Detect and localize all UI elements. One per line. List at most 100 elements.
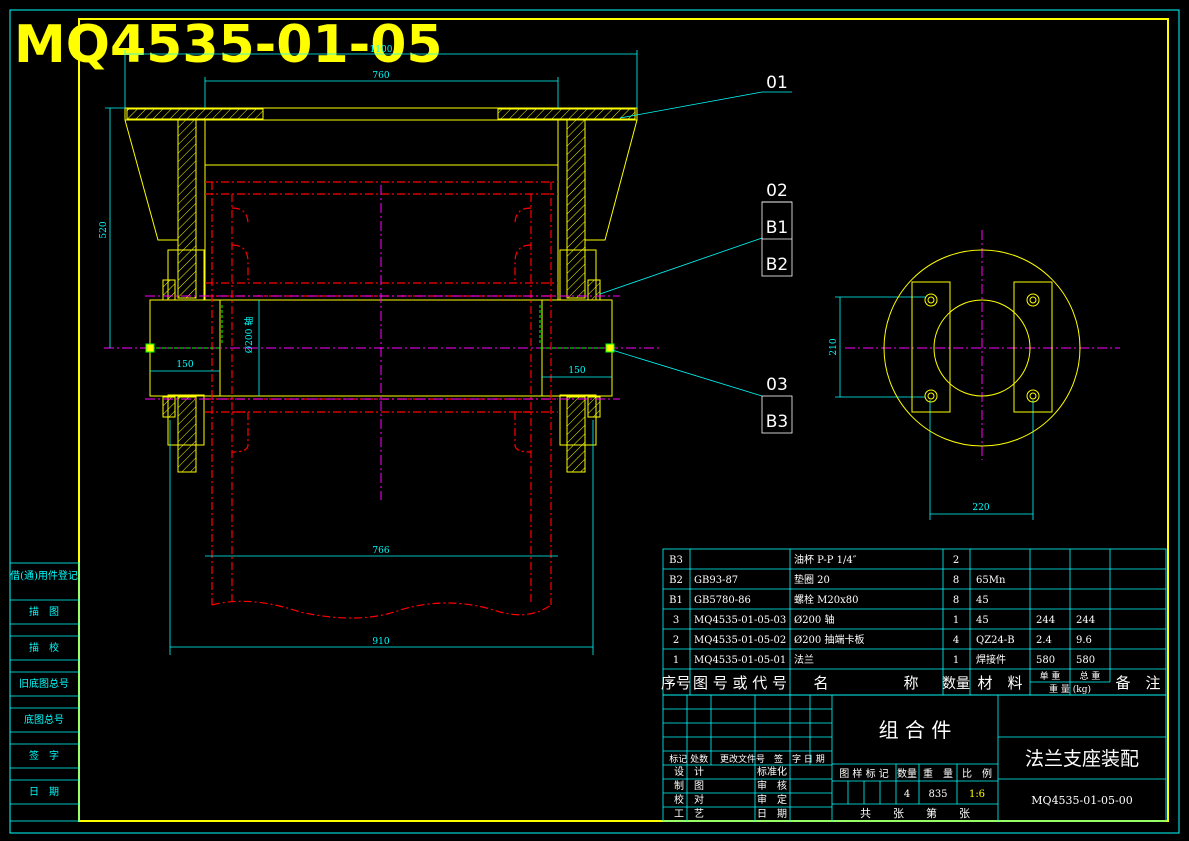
role-l-2: 校 对 <box>674 793 704 806</box>
bom-cell-no: B1 <box>669 595 683 606</box>
dimension-texts: 1100 760 520 150 150 Ø200 轴 766 910 210 … <box>99 45 990 647</box>
bom-cell-code: MQ4535-01-05-03 <box>694 615 786 626</box>
leaders <box>599 91 793 434</box>
weight-value: 835 <box>928 789 947 800</box>
bom-cell-qty: 4 <box>953 635 959 646</box>
bom-cell-mat: QZ24-B <box>976 635 1015 646</box>
bom-cell-mat: 65Mn <box>976 575 1006 586</box>
role-l-3: 工 艺 <box>674 808 704 820</box>
title-block <box>662 694 1167 822</box>
revision-header: 标记 处数 更改文件号 签 字 日 期 <box>669 753 824 765</box>
side-row-5: 签 字 <box>29 749 59 762</box>
balloon-b3: B3 <box>766 412 788 432</box>
bom-cell-unit: 2.4 <box>1036 635 1052 646</box>
bom-cell-qty: 8 <box>953 595 959 606</box>
bom-h-mat: 材 料 <box>977 674 1022 692</box>
bom-h-note: 备 注 <box>1115 674 1160 692</box>
balloon-b2: B2 <box>766 255 788 275</box>
assembly-label: 组 合 件 <box>879 718 952 742</box>
side-row-6: 日 期 <box>29 786 59 798</box>
role-r-0: 标准化 <box>757 765 787 778</box>
bom-cell-mat: 45 <box>976 595 989 606</box>
bom-cell-code: GB93-87 <box>694 575 738 586</box>
bom-cell-qty: 1 <box>953 615 959 626</box>
bom-cell-name: Ø200 轴 <box>794 613 834 626</box>
bom-cell-name: 法兰 <box>794 653 814 666</box>
bom-h-name: 名 称 <box>813 674 918 692</box>
dim-1100: 1100 <box>370 45 393 55</box>
qty-value: 4 <box>904 789 910 800</box>
bom-cell-mat: 45 <box>976 615 989 626</box>
drawing-id-title: MQ4535-01-05 <box>14 15 443 75</box>
dim-220: 220 <box>972 503 989 513</box>
dim-760: 760 <box>372 71 389 81</box>
bom-h-code: 图 号 或 代 号 <box>693 674 787 692</box>
bom-h-weight: 重 量 (kg) <box>1049 683 1091 695</box>
bom-cell-mat: 焊接件 <box>976 653 1006 666</box>
outer-border <box>9 9 1180 834</box>
role-r-3: 日 期 <box>757 808 787 820</box>
bom-cell-unit: 580 <box>1036 655 1055 666</box>
bom-cell-total: 580 <box>1076 655 1095 666</box>
bom-cell-no: B2 <box>669 575 683 586</box>
balloon-01: 01 <box>766 73 788 93</box>
dim-shaft-dia: Ø200 轴 <box>243 317 255 353</box>
bom-cell-qty: 2 <box>953 555 959 566</box>
side-register-texts: 借(通)用件登记 描 图 描 校 旧底图总号 底图总号 签 字 日 期 <box>10 569 78 798</box>
side-row-0: 借(通)用件登记 <box>10 569 78 582</box>
balloon-b1: B1 <box>766 218 788 238</box>
role-l-0: 设 计 <box>674 765 704 778</box>
bom-table <box>662 548 1167 696</box>
bom-header: 序号 图 号 或 代 号 名 称 数量 材 料 单 重 总 重 重 量 (kg)… <box>661 670 1161 695</box>
bom-h-total: 总 重 <box>1080 670 1101 682</box>
bom-cell-name: 油杯 P-P 1/4″ <box>794 553 857 566</box>
side-row-4: 底图总号 <box>24 713 64 726</box>
side-view <box>883 249 1081 447</box>
balloon-texts: 01 02 B1 B2 03 B3 <box>766 73 788 432</box>
role-l-1: 制 图 <box>674 779 704 792</box>
bom-cell-no: B3 <box>669 555 683 566</box>
dim-210: 210 <box>829 338 839 355</box>
bom-h-no: 序号 <box>661 674 691 692</box>
sheet-count: 共 张 第 张 <box>860 806 970 820</box>
bom-cell-total: 9.6 <box>1076 635 1092 646</box>
bom-cell-qty: 1 <box>953 655 959 666</box>
dim-766: 766 <box>372 546 389 556</box>
bom-cell-code: MQ4535-01-05-01 <box>694 655 786 666</box>
bom-cell-name: 垫圈 20 <box>794 573 830 586</box>
bom-cell-no: 2 <box>673 635 679 646</box>
stage-header: 图 样 标 记 <box>839 767 889 780</box>
balloon-03: 03 <box>766 375 788 395</box>
bom-cell-total: 244 <box>1076 615 1095 626</box>
bom-cell-code: GB5780-86 <box>694 595 751 606</box>
grease-nipples <box>145 305 615 353</box>
role-r-1: 审 核 <box>757 779 787 792</box>
qty-label: 数量 <box>897 767 917 780</box>
section-view <box>124 107 638 473</box>
drawing-title: 法兰支座装配 <box>1025 748 1139 770</box>
bom-cell-code: MQ4535-01-05-02 <box>694 635 786 646</box>
role-r-2: 审 定 <box>757 793 787 806</box>
title-block-texts: 组 合 件 法兰支座装配 MQ4535-01-05-00 标记 处数 更改文件号… <box>669 718 1139 820</box>
dim-910: 910 <box>372 637 389 647</box>
bom-cell-unit: 244 <box>1036 615 1055 626</box>
bom-h-qty: 数量 <box>942 676 970 692</box>
drawing-number: MQ4535-01-05-00 <box>1031 794 1132 807</box>
dim-150-left: 150 <box>176 360 193 370</box>
bom-cell-name: Ø200 抽端卡板 <box>794 633 864 646</box>
scale-value: 1:6 <box>969 789 985 800</box>
bom-cell-no: 1 <box>673 655 679 666</box>
bom-cell-no: 3 <box>673 615 679 626</box>
side-row-3: 旧底图总号 <box>19 677 69 690</box>
scale-label: 比 例 <box>962 767 992 780</box>
balloon-02: 02 <box>766 181 788 201</box>
bom-h-unit: 单 重 <box>1040 670 1061 682</box>
side-register <box>9 562 80 822</box>
drawing-frame <box>78 18 1169 822</box>
dimensions <box>105 50 1034 655</box>
side-row-2: 描 校 <box>29 641 59 654</box>
weight-label: 重 量 <box>923 767 953 780</box>
dim-150-right: 150 <box>568 366 585 376</box>
